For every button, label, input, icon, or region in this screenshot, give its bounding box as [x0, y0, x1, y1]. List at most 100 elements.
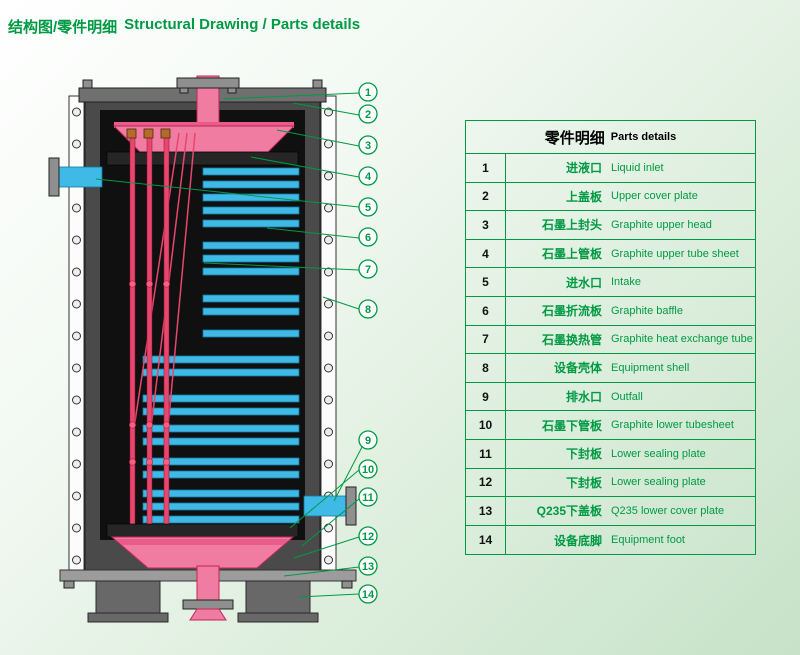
part-name-zh: 下封板 — [565, 447, 602, 462]
part-name-en: Lower sealing plate — [611, 476, 706, 489]
part-name: 石墨换热管 Graphite heat exchange tube — [506, 326, 755, 354]
callout-2: 2 — [358, 104, 378, 124]
bottom-flange — [182, 599, 234, 610]
part-name: 进水口 Intake — [506, 268, 755, 296]
callout-11: 11 — [358, 487, 378, 507]
page-title-en: Structural Drawing / Parts details — [124, 16, 361, 33]
part-name-zh: 进水口 — [565, 275, 602, 290]
callout-1: 1 — [358, 82, 378, 102]
liquid-inlet-pipe — [176, 75, 240, 133]
part-name-zh: 进液口 — [565, 161, 602, 176]
table-row: 12 下封板 Lower sealing plate — [466, 468, 755, 498]
svg-text:5: 5 — [365, 202, 371, 214]
graphite-heat-exchange-tubes — [126, 128, 196, 539]
table-row: 10 石墨下管板 Graphite lower tubesheet — [466, 411, 755, 440]
part-name-en: Equipment shell — [611, 361, 690, 374]
table-row: 5 进水口 Intake — [466, 268, 755, 297]
part-name-zh: 石墨上管板 — [541, 247, 602, 262]
parts-table-title-zh: 零件明细 — [544, 129, 605, 147]
part-name-en: Graphite upper tube sheet — [611, 247, 739, 260]
svg-text:3: 3 — [365, 140, 371, 152]
page-title: 结构图/零件明细 Structural Drawing / Parts deta… — [8, 16, 360, 37]
svg-text:7: 7 — [365, 264, 371, 276]
graphite-upper-head — [112, 122, 296, 153]
part-number: 1 — [466, 154, 506, 182]
part-name: 下封板 Lower sealing plate — [506, 469, 755, 497]
inlet-flange — [176, 77, 240, 89]
part-name-zh: 石墨换热管 — [541, 332, 602, 347]
intake-flange — [48, 157, 60, 197]
part-name-zh: 石墨下管板 — [541, 418, 602, 433]
graphite-lower-tubesheet — [106, 523, 299, 538]
part-name-en: Upper cover plate — [611, 190, 698, 203]
part-name: 石墨上管板 Graphite upper tube sheet — [506, 240, 755, 268]
part-name-zh: 设备底脚 — [553, 533, 602, 548]
part-name-en: Graphite upper head — [611, 218, 712, 231]
callout-9: 9 — [358, 430, 378, 450]
part-name-zh: 下封板 — [565, 475, 602, 490]
leader-lines — [95, 92, 363, 598]
graphite-baffles — [142, 167, 300, 524]
side-tie-rod-columns — [68, 95, 337, 575]
part-name-zh: 石墨上封头 — [541, 218, 602, 233]
svg-text:2: 2 — [365, 109, 371, 121]
parts-table-header: 零件明细 Parts details — [466, 121, 755, 154]
callouts: 1 2 3 4 5 6 7 8 9 10 11 12 13 14 — [358, 82, 378, 604]
part-number: 10 — [466, 411, 506, 439]
part-name: 石墨下管板 Graphite lower tubesheet — [506, 411, 755, 439]
svg-text:13: 13 — [362, 561, 374, 573]
part-name-en: Lower sealing plate — [611, 447, 706, 460]
part-name-en: Liquid inlet — [611, 161, 664, 174]
parts-table-title-en: Parts details — [610, 131, 677, 143]
part-number: 11 — [466, 439, 506, 468]
part-name: 进液口 Liquid inlet — [506, 154, 755, 182]
callout-4: 4 — [358, 166, 378, 186]
part-number: 14 — [466, 525, 506, 555]
part-name-en: Graphite lower tubesheet — [611, 419, 734, 432]
callout-5: 5 — [358, 197, 378, 217]
part-name-en: Graphite heat exchange tube — [611, 333, 753, 346]
part-number: 5 — [466, 268, 506, 296]
part-name: Q235下盖板 Q235 lower cover plate — [506, 497, 755, 525]
lower-head — [110, 536, 295, 569]
table-row: 2 上盖板 Upper cover plate — [466, 182, 755, 212]
svg-text:6: 6 — [365, 232, 371, 244]
svg-text:10: 10 — [362, 464, 374, 476]
intake-nozzle — [48, 157, 103, 197]
part-name-zh: 上盖板 — [565, 189, 602, 204]
equipment-foot-right — [245, 580, 311, 618]
callout-12: 12 — [358, 526, 378, 546]
part-number: 2 — [466, 182, 506, 211]
part-name: 石墨上封头 Graphite upper head — [506, 211, 755, 239]
equipment-foot-left — [95, 580, 161, 618]
part-name-en: Q235 lower cover plate — [611, 504, 725, 517]
svg-text:9: 9 — [365, 435, 371, 447]
svg-text:8: 8 — [365, 304, 371, 316]
part-name-en: Intake — [611, 276, 641, 289]
callout-8: 8 — [358, 299, 378, 319]
part-name-zh: 排水口 — [565, 390, 602, 405]
callout-3: 3 — [358, 135, 378, 155]
part-number: 4 — [466, 239, 506, 268]
base-and-feet — [59, 565, 357, 623]
part-name-zh: Q235下盖板 — [536, 504, 602, 519]
page-title-zh: 结构图/零件明细 — [8, 19, 118, 36]
part-number: 9 — [466, 382, 506, 411]
callout-10: 10 — [358, 459, 378, 479]
svg-text:1: 1 — [365, 87, 371, 99]
callout-14: 14 — [358, 584, 378, 604]
part-number: 6 — [466, 296, 506, 325]
part-number: 12 — [466, 468, 506, 497]
svg-text:11: 11 — [362, 492, 374, 504]
graphite-upper-tube-sheet — [106, 151, 299, 166]
part-name-en: Graphite baffle — [611, 304, 683, 317]
